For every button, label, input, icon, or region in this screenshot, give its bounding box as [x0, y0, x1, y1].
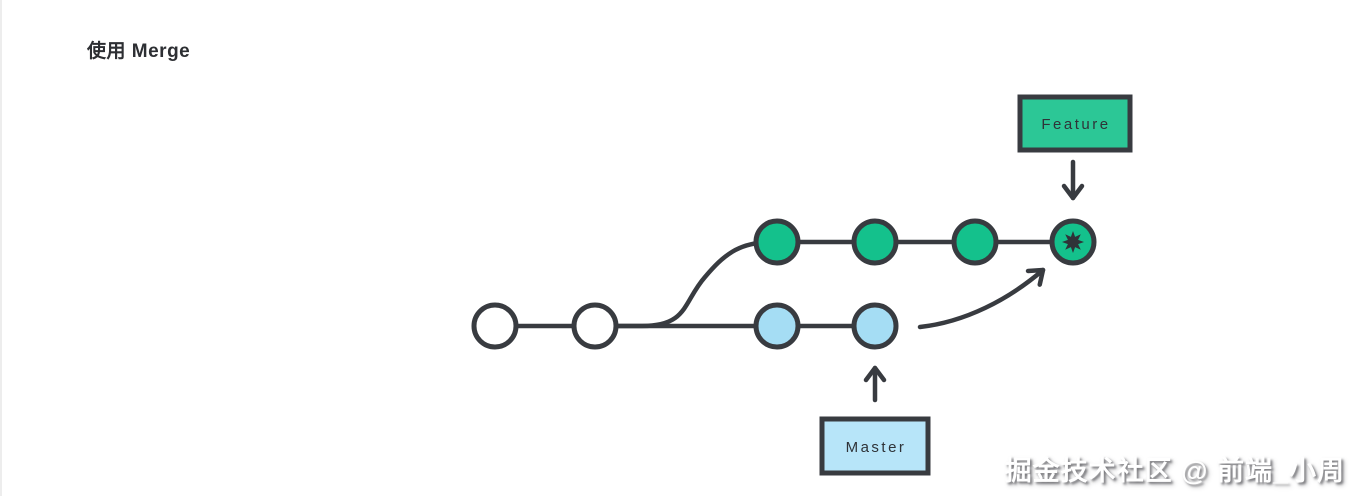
merge-commit-star-icon	[1062, 231, 1084, 253]
feature-label-box	[1017, 94, 1133, 153]
commit-node-master-1	[471, 302, 519, 350]
page-title: 使用 Merge	[87, 41, 191, 62]
commit-node-feature-2	[851, 218, 899, 266]
commit-node-feature-3	[951, 218, 999, 266]
watermark: 掘金技术社区 @ 前端_小周	[1004, 456, 1345, 486]
feature-label: Feature	[1041, 116, 1110, 133]
commit-node-master-2	[571, 302, 619, 350]
master-label-box	[819, 416, 931, 476]
commit-node-feature-1	[753, 218, 801, 266]
commit-node-master-3	[753, 302, 801, 350]
commit-node-master-4	[851, 302, 899, 350]
left-edge-divider	[0, 0, 2, 496]
branch-fork-curve	[594, 239, 775, 329]
master-label: Master	[846, 439, 907, 456]
merge-arrow-icon	[917, 267, 1046, 330]
